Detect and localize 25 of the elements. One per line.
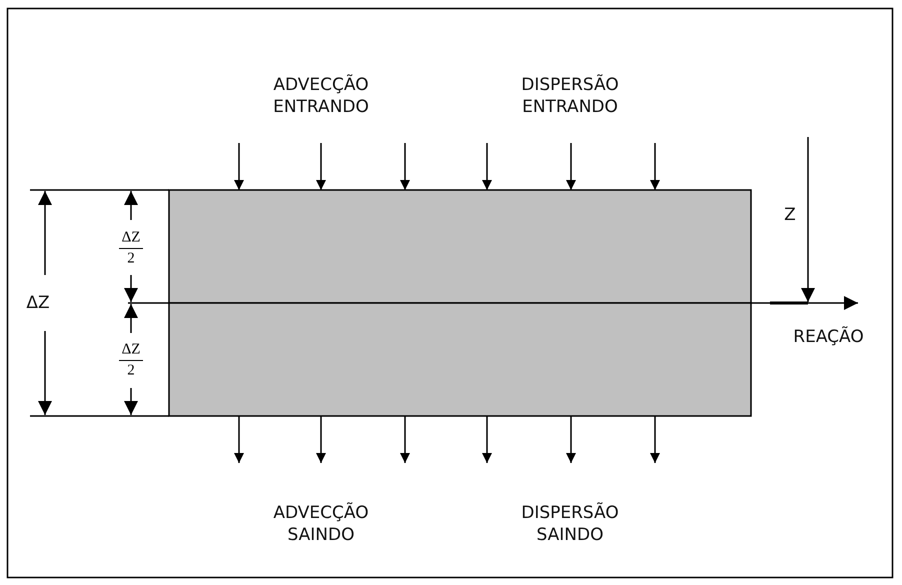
flow-label: DISPERSÃO ENTRANDO — [520, 74, 620, 118]
arrow — [316, 143, 326, 190]
arrow — [650, 416, 660, 463]
dimension-label: 2 — [127, 362, 135, 380]
arrow — [234, 416, 244, 463]
arrow — [566, 416, 576, 463]
arrow — [400, 416, 410, 463]
half-block-rectangle — [168, 302, 752, 417]
arrow — [234, 143, 244, 190]
arrow — [316, 416, 326, 463]
half-block-rectangle — [168, 189, 752, 304]
arrow — [650, 143, 660, 190]
arrow — [566, 143, 576, 190]
arrow — [482, 143, 492, 190]
arrow — [400, 143, 410, 190]
dimension-label: ΔZ — [122, 342, 140, 358]
flow-label: DISPERSÃO SAINDO — [520, 502, 620, 546]
dimension-label: ΔZ — [122, 230, 140, 246]
dimension-label: 2 — [127, 250, 135, 268]
flow-label: ADVECÇÃO SAINDO — [272, 502, 370, 546]
flow-label: ADVECÇÃO ENTRANDO — [272, 74, 370, 118]
arrow — [751, 296, 858, 310]
axis-label: Z — [784, 204, 796, 226]
arrow — [482, 416, 492, 463]
edge-label: REAÇÃO — [793, 326, 864, 348]
